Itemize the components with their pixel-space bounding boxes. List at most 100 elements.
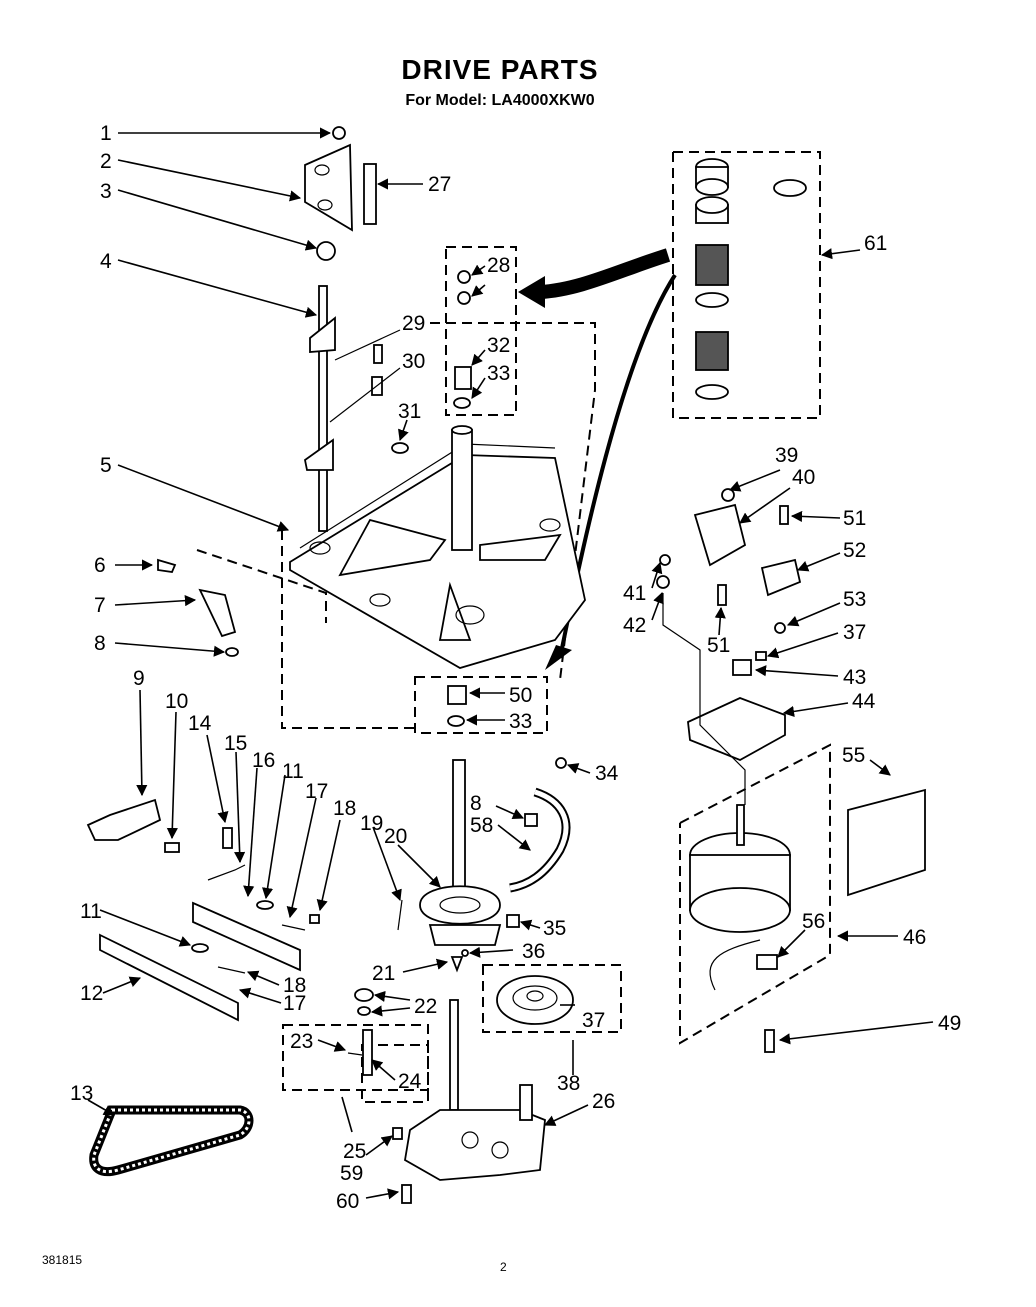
callout-38: 38 — [557, 1072, 580, 1095]
callout-52: 52 — [843, 539, 866, 562]
callout-36: 36 — [522, 940, 545, 963]
part-33-drawing — [453, 397, 471, 409]
callout-49: 49 — [938, 1012, 961, 1035]
callout-29: 29 — [402, 312, 425, 335]
callout-19: 19 — [360, 812, 383, 835]
part-31-drawing — [391, 442, 409, 454]
callout-18b: 18 — [283, 974, 306, 997]
callout-15: 15 — [224, 732, 247, 755]
callout-24: 24 — [398, 1070, 422, 1093]
document-number: 381815 — [42, 1253, 83, 1267]
model-subtitle: For Model: LA4000XKW0 — [405, 92, 595, 109]
callout-17b: 17 — [283, 992, 306, 1015]
callout-2: 2 — [100, 150, 112, 173]
part-41-drawing — [659, 554, 671, 566]
callout-25: 25 — [343, 1140, 366, 1163]
callout-7: 7 — [94, 594, 106, 617]
callout-33b: 33 — [509, 710, 532, 733]
callout-60: 60 — [336, 1190, 359, 1213]
part-12-drawing — [99, 933, 239, 1022]
part-drawings — [86, 126, 926, 1204]
callout-27: 27 — [428, 173, 451, 196]
callout-4: 4 — [100, 250, 112, 273]
part-13-drawing — [89, 1105, 254, 1177]
callout-44: 44 — [852, 690, 876, 713]
callout-46: 46 — [903, 926, 926, 949]
callout-5: 5 — [100, 454, 112, 477]
callout-8b: 8 — [470, 792, 482, 815]
part-52-drawing — [760, 558, 802, 597]
callout-59: 59 — [340, 1162, 363, 1185]
callout-53: 53 — [843, 588, 866, 611]
callout-17a: 17 — [305, 780, 328, 803]
callout-22: 22 — [414, 995, 437, 1018]
callout-33a: 33 — [487, 362, 510, 385]
callout-34: 34 — [595, 762, 619, 785]
part-20-drawing — [419, 885, 501, 925]
part-50-drawing — [447, 685, 467, 705]
callout-32: 32 — [487, 334, 510, 357]
callout-58: 58 — [470, 814, 493, 837]
leader-lines — [87, 127, 934, 1200]
part-9-drawing — [86, 798, 162, 841]
part-38-drawing — [496, 975, 574, 1025]
callout-8: 8 — [94, 632, 106, 655]
part-5-drawing — [289, 454, 586, 669]
part-27-drawing — [363, 163, 377, 225]
part-15-drawing — [207, 864, 246, 881]
part-2-drawing — [304, 143, 353, 232]
callout-21: 21 — [372, 962, 395, 985]
part-40-drawing — [693, 503, 747, 567]
callout-37a: 37 — [582, 1009, 605, 1032]
callout-50: 50 — [509, 684, 532, 707]
part-8-drawing — [225, 647, 239, 657]
part-3-drawing — [316, 241, 336, 261]
part-16-drawing — [192, 901, 301, 972]
part-42-drawing — [656, 575, 670, 589]
part-39-drawing — [721, 488, 735, 502]
central-shaft — [451, 429, 473, 551]
part-18-drawing — [309, 914, 320, 924]
callout-37b: 37 — [843, 621, 866, 644]
part-14-drawing — [222, 827, 233, 849]
part-28-drawing — [457, 270, 471, 284]
part-24-drawing — [362, 1029, 373, 1076]
part-53-drawing — [774, 622, 786, 634]
callout-13: 13 — [70, 1082, 93, 1105]
callout-11a: 11 — [282, 760, 304, 783]
part-11-drawing — [256, 900, 274, 910]
callout-35: 35 — [543, 917, 566, 940]
callout-30: 30 — [402, 350, 425, 373]
callout-10: 10 — [165, 690, 188, 713]
callout-16: 16 — [252, 749, 275, 772]
part-34-drawing — [555, 757, 567, 769]
part-8b-drawing — [524, 813, 538, 827]
callout-6: 6 — [94, 554, 106, 577]
callout-51a: 51 — [843, 507, 866, 530]
callout-31: 31 — [398, 400, 421, 423]
callout-51b: 51 — [707, 634, 730, 657]
callout-40: 40 — [792, 466, 815, 489]
callout-9: 9 — [133, 667, 145, 690]
callout-61: 61 — [864, 232, 887, 255]
part-22-drawing — [354, 988, 374, 1002]
part-36-drawing — [461, 949, 469, 957]
page-title: DRIVE PARTS — [401, 54, 599, 85]
part-29-drawing — [373, 344, 383, 364]
part-7-drawing — [198, 588, 237, 638]
callout-42: 42 — [623, 614, 646, 637]
part-4-drawing — [318, 285, 328, 532]
callout-41: 41 — [623, 582, 646, 605]
callout-labels: 1 2 3 4 5 6 7 8 9 10 14 15 16 11 17 18 1… — [70, 122, 961, 1213]
callout-28: 28 — [487, 254, 510, 277]
part-1-drawing — [332, 126, 346, 140]
part-32-drawing — [454, 366, 472, 390]
callout-20: 20 — [384, 825, 407, 848]
part-26-drawing — [404, 1109, 546, 1181]
part-35-drawing — [506, 914, 520, 928]
callout-55: 55 — [842, 744, 865, 767]
callout-14: 14 — [188, 712, 212, 735]
part-19-drawing — [397, 899, 403, 931]
part-43-drawing — [732, 659, 752, 676]
